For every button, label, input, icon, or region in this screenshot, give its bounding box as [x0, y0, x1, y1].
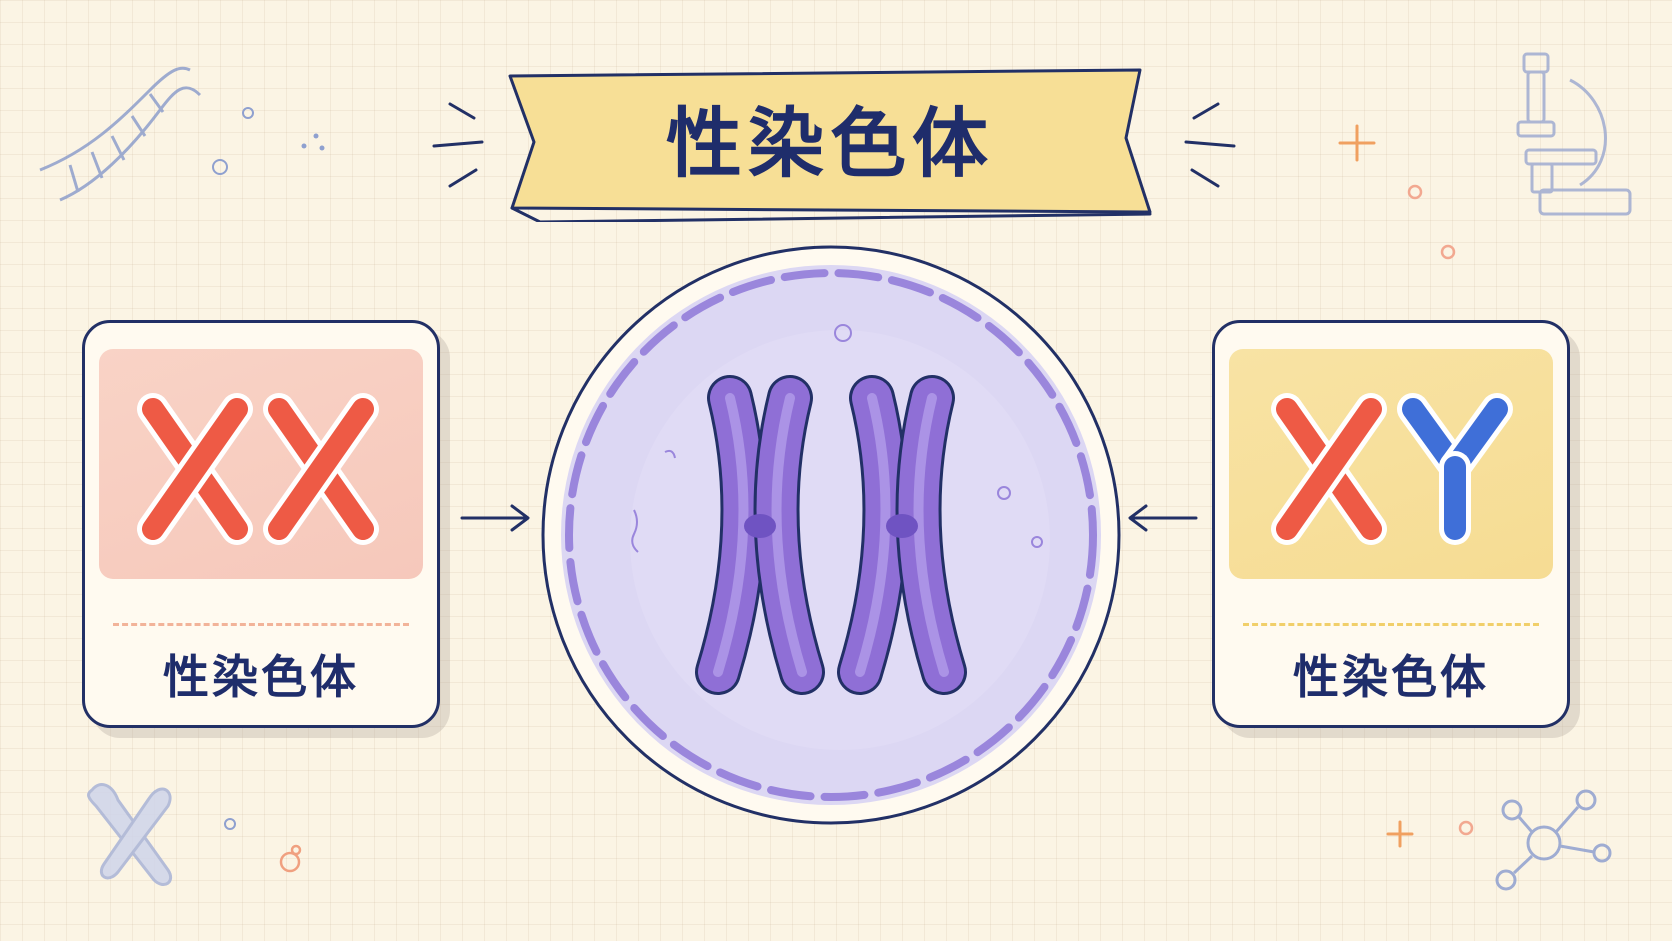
- bubble-icon: [1458, 820, 1474, 836]
- letters-panel: [99, 349, 423, 579]
- sparkle-icon: [1386, 820, 1414, 848]
- bubble-icon: [1407, 184, 1423, 200]
- chromosome-x: [695, 375, 825, 695]
- card-female-xx: 性染色体: [82, 320, 440, 728]
- emphasis-lines-right-icon: [1184, 102, 1236, 188]
- letter-x: [263, 393, 379, 545]
- chromosome-doodle-icon: [87, 783, 173, 886]
- left-letters: [137, 393, 379, 545]
- emphasis-lines-left-icon: [432, 102, 484, 188]
- center-chromosomes: [695, 375, 967, 695]
- dna-helix-icon: [39, 66, 202, 202]
- divider: [113, 623, 409, 626]
- dots-icon: [301, 133, 325, 151]
- microscope-icon: [1516, 52, 1632, 216]
- bubble-icon: [242, 107, 254, 119]
- small-cell-icon: [279, 844, 302, 873]
- sparkle-icon: [1338, 124, 1376, 162]
- right-letters: [1271, 393, 1513, 545]
- cell: [541, 245, 1121, 825]
- bubble-icon: [1440, 244, 1456, 260]
- divider: [1243, 623, 1539, 626]
- letter-x: [1271, 393, 1387, 545]
- card-label: 性染色体: [1293, 650, 1489, 704]
- arrow-right-icon: [460, 504, 530, 532]
- bubble-icon: [212, 159, 228, 175]
- title-banner: 性染色体: [500, 62, 1160, 222]
- page-title: 性染色体: [666, 99, 994, 188]
- card-male-xy: 性染色体: [1212, 320, 1570, 728]
- card-label: 性染色体: [163, 650, 359, 704]
- letters-panel: [1229, 349, 1553, 579]
- ribbon-shape: [508, 68, 1152, 222]
- arrow-left-icon: [1128, 504, 1198, 532]
- letter-x: [137, 393, 253, 545]
- molecule-icon: [1495, 789, 1612, 891]
- letter-y: [1397, 393, 1513, 545]
- chromosome-x: [837, 375, 967, 695]
- bubble-icon: [224, 818, 236, 830]
